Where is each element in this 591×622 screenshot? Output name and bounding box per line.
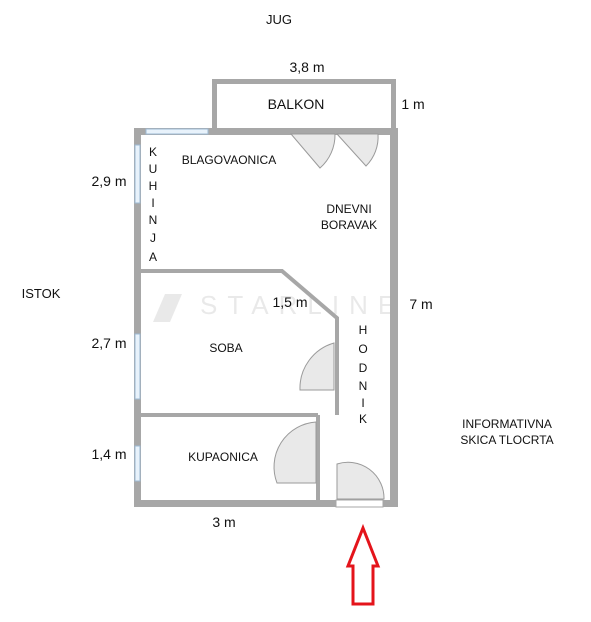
room-kitchen: K U H I N J A xyxy=(149,145,158,264)
window-bedroom xyxy=(134,333,141,400)
entrance-threshold xyxy=(335,499,384,508)
bedroom-top-wall xyxy=(138,269,339,415)
hall-letter: D xyxy=(359,361,368,375)
watermark-text: STARLINE xyxy=(200,290,405,320)
dim-total-length: 7 m xyxy=(409,296,432,312)
kitchen-letter: U xyxy=(149,162,158,176)
balcony-walls xyxy=(212,79,396,130)
bathroom-door xyxy=(273,421,317,484)
entrance-door xyxy=(336,461,385,500)
kitchen-letter: K xyxy=(149,145,157,159)
note-line1: INFORMATIVNA xyxy=(462,417,552,431)
kitchen-letter: H xyxy=(149,179,158,193)
note-line2: SKICA TLOCRTA xyxy=(460,433,553,447)
dim-balcony-width: 3,8 m xyxy=(289,59,324,75)
window-bathroom xyxy=(134,445,141,482)
kitchen-letter: A xyxy=(149,250,157,264)
hall-letter: O xyxy=(358,342,367,356)
dim-hall-width: 1,5 m xyxy=(272,294,307,310)
hall-letter: N xyxy=(359,379,368,393)
entrance-arrow-icon xyxy=(345,523,381,606)
watermark-logo-icon xyxy=(153,294,182,322)
room-living-line2: BORAVAK xyxy=(321,218,377,232)
room-bedroom: SOBA xyxy=(209,341,242,355)
window-north xyxy=(145,128,209,135)
dim-room-height: 2,7 m xyxy=(91,335,126,351)
interior-walls xyxy=(138,269,339,503)
hall-letter: K xyxy=(359,412,367,426)
doors xyxy=(273,133,385,500)
hall-letter: I xyxy=(361,396,364,410)
window-kitchen xyxy=(134,144,141,204)
kitchen-letter: N xyxy=(149,213,158,227)
balcony-door-right xyxy=(335,133,379,167)
hall-letter: H xyxy=(359,323,368,337)
kitchen-letter: J xyxy=(150,231,156,245)
dim-kitchen-height: 2,9 m xyxy=(91,173,126,189)
room-balcony: BALKON xyxy=(268,96,325,112)
dim-balcony-depth: 1 m xyxy=(401,96,424,112)
compass-east: ISTOK xyxy=(22,286,61,301)
kitchen-letter: I xyxy=(151,196,154,210)
compass-south: JUG xyxy=(266,12,292,27)
room-living-line1: DNEVNI xyxy=(326,202,371,216)
bedroom-door xyxy=(299,342,335,391)
watermark: STARLINE xyxy=(153,290,405,322)
windows xyxy=(134,128,209,482)
balcony-door-left xyxy=(289,133,336,169)
room-bathroom: KUPAONICA xyxy=(188,450,258,464)
room-hall: H O D N I K xyxy=(358,323,367,426)
dim-bath-height: 1,4 m xyxy=(91,446,126,462)
room-dining: BLAGOVAONICA xyxy=(182,153,276,167)
outer-walls xyxy=(134,128,398,507)
dim-bottom-width: 3 m xyxy=(212,514,235,530)
